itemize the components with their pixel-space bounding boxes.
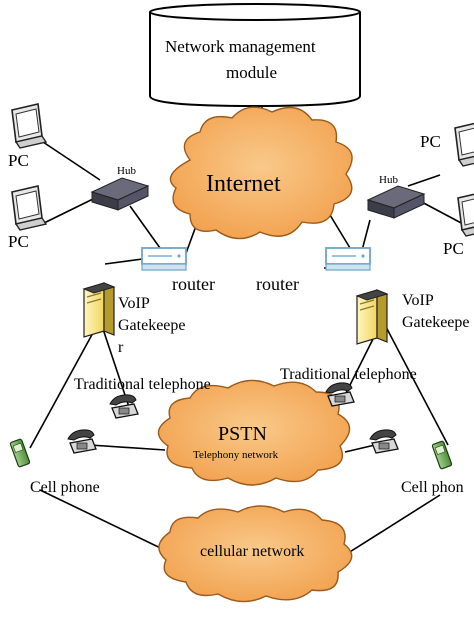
right-router-label: router xyxy=(256,274,299,294)
right-hub-icon xyxy=(367,185,425,219)
left-router-icon xyxy=(141,247,187,271)
left-voip-label-3: r xyxy=(118,339,124,356)
connection-lines xyxy=(29,106,466,556)
right-lower-telephone-icon xyxy=(369,429,399,454)
left-router-label: router xyxy=(172,274,215,294)
right-pc-top-laptop-icon xyxy=(454,121,474,167)
left-lower-telephone-icon xyxy=(67,429,97,454)
left-hub-icon xyxy=(91,177,149,211)
right-voip-label-2: Gatekeepe xyxy=(402,314,470,331)
pstn-cloud-icon xyxy=(157,379,351,486)
right-voip-server-icon xyxy=(356,289,388,345)
left-telephone-label: Traditional telephone xyxy=(74,376,211,393)
right-cell-phone-label: Cell phon xyxy=(401,479,464,496)
left-cell-phone-icon xyxy=(9,438,31,468)
database-label-line2: module xyxy=(226,63,277,82)
network-management-database-icon xyxy=(149,3,361,108)
right-pc-bottom-laptop-icon xyxy=(457,191,474,237)
right-router-icon xyxy=(325,247,371,271)
left-pc-bottom-laptop-icon xyxy=(11,185,47,231)
pstn-sublabel: Telephony network xyxy=(193,449,279,461)
left-pc-bottom-label: PC xyxy=(8,232,29,251)
right-pc-top-label: PC xyxy=(420,132,441,151)
left-pc-top-laptop-icon xyxy=(11,103,47,149)
internet-label: Internet xyxy=(206,171,281,197)
cellular-cloud-icon xyxy=(158,505,353,603)
left-voip-server-icon xyxy=(83,282,115,338)
right-telephone-label: Traditional telephone xyxy=(280,366,417,383)
left-voip-label-1: VoIP xyxy=(118,295,150,312)
right-cell-phone-icon xyxy=(431,440,453,470)
left-telephone-icon xyxy=(109,394,139,419)
left-cell-phone-label: Cell phone xyxy=(30,479,100,496)
left-voip-label-2: Gatekeepe xyxy=(118,317,186,334)
cellular-label: cellular network xyxy=(200,543,305,560)
right-pc-bottom-label: PC xyxy=(443,239,464,258)
right-voip-label-1: VoIP xyxy=(402,292,434,309)
database-label-line1: Network management xyxy=(165,37,316,56)
internet-cloud-icon xyxy=(169,106,353,240)
left-hub-label: Hub xyxy=(117,165,136,177)
pstn-label: PSTN xyxy=(218,423,267,445)
left-pc-top-label: PC xyxy=(8,151,29,170)
right-hub-label: Hub xyxy=(379,174,398,186)
